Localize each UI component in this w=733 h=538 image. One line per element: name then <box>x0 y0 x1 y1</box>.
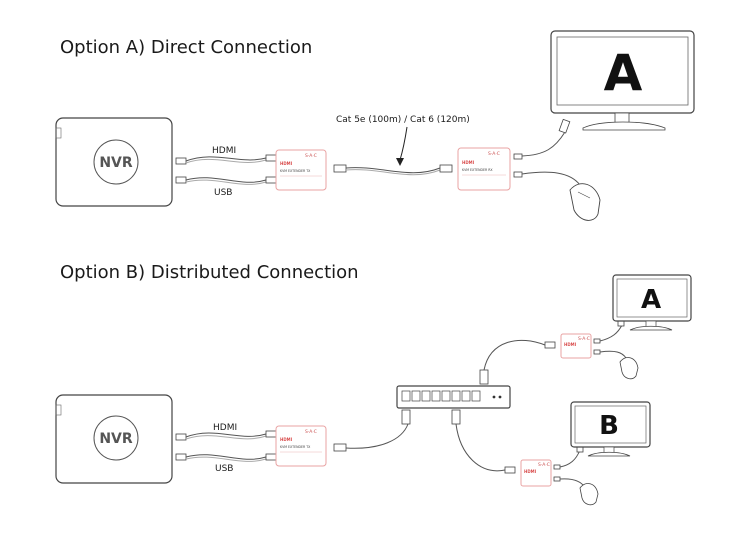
hdmi-logo-rx-b-upper: HDMI <box>564 342 577 347</box>
monitor-b-a-letter: A <box>641 285 661 315</box>
kvm-extender-rx-a: S·A·C HDMI KVM EXTENDER RX <box>457 147 511 191</box>
brand-rx-b-lower: S·A·C <box>538 462 550 468</box>
tx-text-b: KVM EXTENDER TX <box>280 445 311 449</box>
monitor-b-a: A <box>612 274 692 331</box>
hdmi-cable-a <box>175 154 277 165</box>
tx-text-a: KVM EXTENDER TX <box>280 169 311 173</box>
cable-arrow <box>399 126 408 161</box>
kvm-extender-tx-a: S·A·C HDMI KVM EXTENDER TX <box>275 149 327 191</box>
rx-upper-output-cables <box>593 317 627 359</box>
kvm-extender-tx-b: S·A·C HDMI KVM EXTENDER TX <box>275 425 327 467</box>
hdmi-label-a: HDMI <box>212 146 236 156</box>
hdmi-logo-rx-a: HDMI <box>462 160 475 165</box>
nvr-label-b: NVR <box>99 431 133 447</box>
cat-cable-tx-switch <box>333 409 411 452</box>
option-a-title: Option A) Direct Connection <box>60 37 312 58</box>
hdmi-logo-tx-b: HDMI <box>280 437 293 442</box>
cat-cable-switch-rx-b <box>451 409 516 474</box>
hdmi-logo-tx-a: HDMI <box>280 161 293 166</box>
nvr-box-a: NVR <box>55 117 173 207</box>
hdmi-cable-b <box>175 430 277 441</box>
cable-arrow-head <box>396 158 404 166</box>
mouse-b-a <box>619 357 639 380</box>
usb-label-b: USB <box>215 464 233 474</box>
nvr-box-b: NVR <box>55 394 173 484</box>
cable-label: Cat 5e (100m) / Cat 6 (120m) <box>336 115 470 125</box>
monitor-a-letter: A <box>604 44 643 102</box>
usb-cable-b <box>175 453 277 462</box>
usb-label-a: USB <box>214 188 232 198</box>
hdmi-label-b: HDMI <box>213 423 237 433</box>
rx-output-cables-a <box>513 118 581 186</box>
brand-rx-b-upper: S·A·C <box>578 336 590 342</box>
cat-cable-switch-rx-a <box>479 339 556 385</box>
brand-tx-b: S·A·C <box>305 429 317 435</box>
monitor-a: A <box>550 30 695 131</box>
option-b-title: Option B) Distributed Connection <box>60 262 359 283</box>
monitor-b-b: B <box>570 401 651 457</box>
usb-cable-a <box>175 176 277 185</box>
hdmi-logo-rx-b-lower: HDMI <box>524 469 537 474</box>
rx-lower-output-cables <box>553 443 586 489</box>
brand-rx-a: S·A·C <box>488 151 500 157</box>
nvr-label-a: NVR <box>99 155 133 171</box>
mouse-b-b <box>579 483 599 506</box>
monitor-b-b-letter: B <box>599 411 619 441</box>
rx-text-a: KVM EXTENDER RX <box>462 168 493 172</box>
cat-cable-a <box>333 164 453 176</box>
brand-tx-a: S·A·C <box>305 153 317 159</box>
kvm-extender-rx-b-upper: S·A·C HDMI <box>560 333 592 359</box>
kvm-extender-rx-b-lower: S·A·C HDMI <box>520 459 552 487</box>
mouse-a <box>569 183 601 221</box>
network-switch <box>396 385 511 409</box>
